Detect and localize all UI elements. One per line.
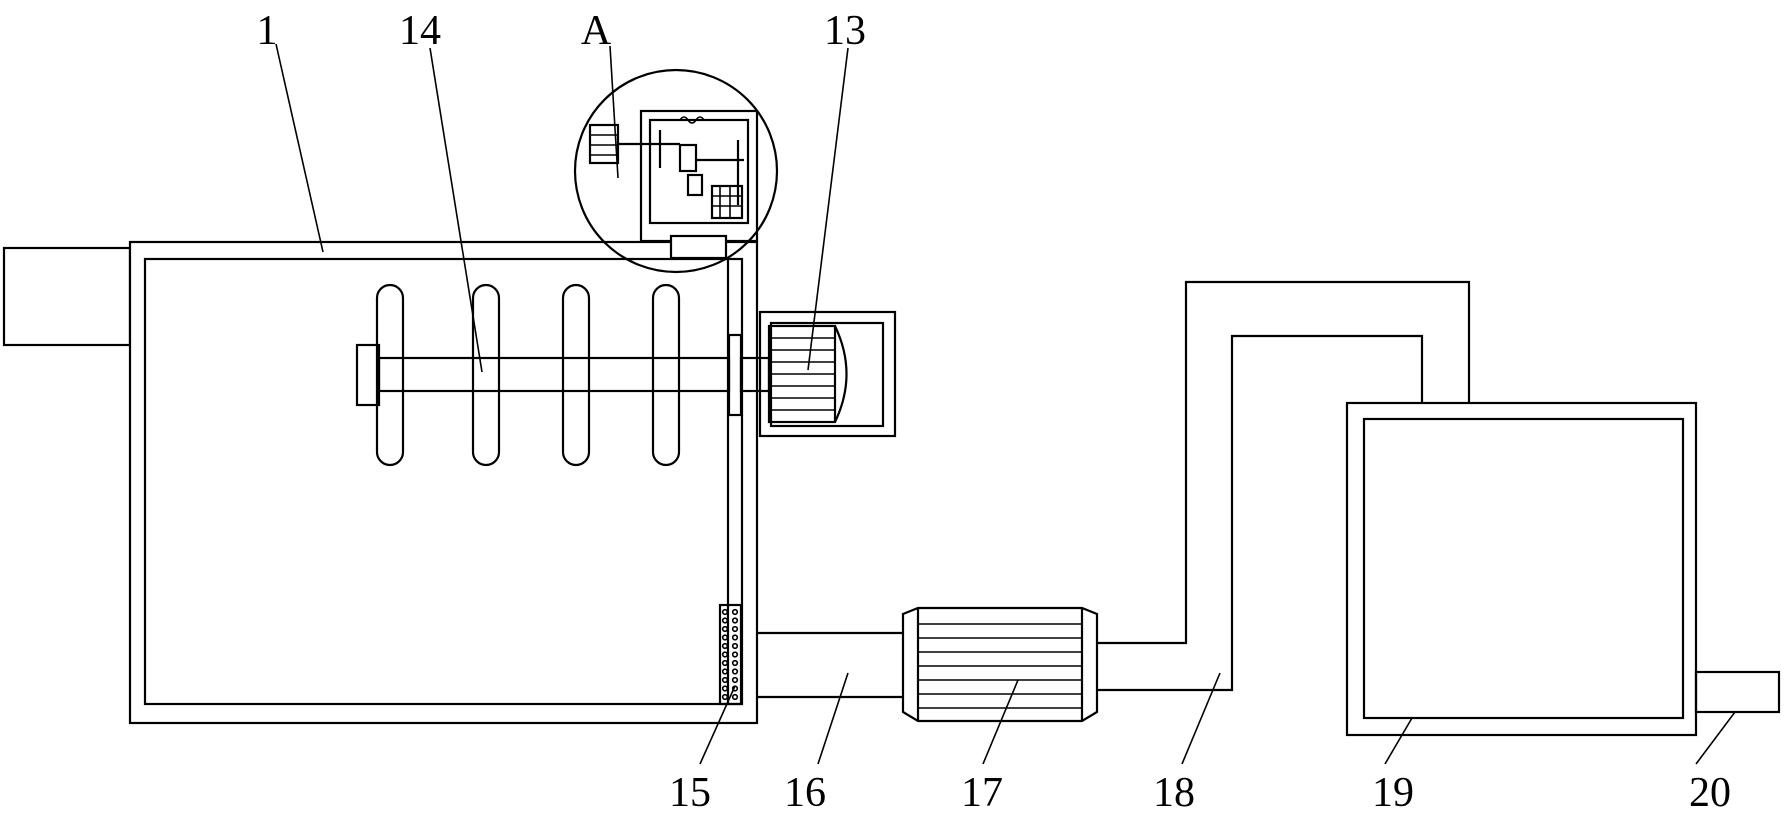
label-A: A [581,8,612,54]
screen-perforation [721,659,729,667]
motor-13 [758,310,897,438]
screen-perforation [721,685,729,692]
screen-perforation [731,651,739,658]
screen-perforation [721,608,729,616]
screen-perforation [731,668,739,675]
outlet-pipe-20 [1694,670,1781,714]
stirring-blade [375,283,405,467]
label-13: 13 [824,8,866,54]
label-1: 1 [257,8,278,54]
label-20: 20 [1689,770,1731,816]
screen-perforation [721,668,729,675]
stirring-blade [651,283,681,467]
screen-perforation [721,617,729,624]
screen-perforation [721,642,729,650]
screen-perforation [721,625,729,633]
filter-screen-15 [718,603,743,706]
pump-17 [901,606,1099,723]
reference-numerals: 1 14 A 13 15 16 17 18 19 20 [257,8,1732,816]
screen-perforation [721,676,729,684]
detail-A-circle [573,68,779,274]
screen-perforation [731,642,739,650]
leader-lines [275,43,1736,765]
screen-perforation [721,634,729,641]
screen-perforation [731,608,739,616]
pipe-16 [757,631,903,699]
stirring-blade [471,283,501,467]
screen-perforation [731,634,739,641]
label-18: 18 [1153,770,1195,816]
label-15: 15 [669,770,711,816]
label-14: 14 [399,8,441,54]
tank-housing [128,240,759,725]
screen-perforation [731,617,739,624]
screen-perforation [731,676,739,684]
tank-19 [1345,401,1698,737]
screen-perforation [721,651,729,658]
screen-perforation [731,659,739,667]
screen-perforation [731,625,739,633]
stirring-blade [561,283,591,467]
screen-perforation [721,693,729,701]
label-16: 16 [784,770,826,816]
pipe-18 [1097,280,1471,692]
stirring-assembly [355,283,771,467]
label-19: 19 [1372,770,1414,816]
screen-perforation [731,693,739,701]
label-17: 17 [961,770,1003,816]
detail-A-mechanism [588,109,759,260]
inlet-pipe [2,246,132,347]
